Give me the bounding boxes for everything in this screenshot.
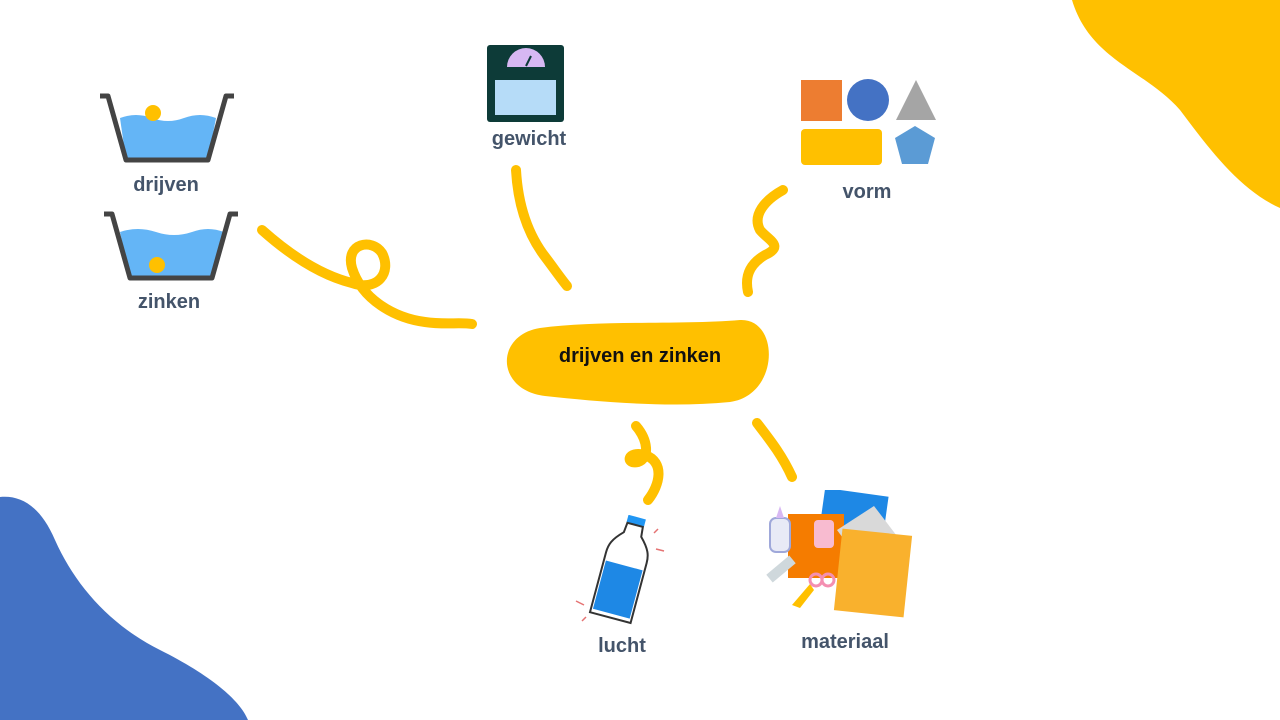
connector-vorm <box>742 185 788 297</box>
weighing-scale-icon <box>487 45 564 122</box>
connector-materiaal <box>752 418 797 482</box>
center-blob <box>506 319 769 405</box>
craft-materials-icon <box>766 490 913 618</box>
water-bottle-icon <box>575 515 665 625</box>
connector-drijven-zinken <box>257 225 477 329</box>
node-label-gewicht: gewicht <box>491 128 567 150</box>
blue-corner-blob <box>0 496 248 720</box>
node-label-lucht: lucht <box>598 635 646 657</box>
node-label-zinken: zinken <box>137 291 201 313</box>
yellow-corner-blob <box>1072 0 1280 208</box>
shapes-icon <box>801 79 936 165</box>
floating-ball-basin-icon <box>100 93 234 163</box>
connector-gewicht <box>511 165 572 291</box>
center-label: drijven en zinken <box>558 345 722 367</box>
sinking-ball-basin-icon <box>104 211 238 281</box>
node-label-materiaal: materiaal <box>801 631 889 653</box>
node-label-drijven: drijven <box>133 174 199 196</box>
connector-lucht <box>624 421 664 505</box>
node-label-vorm: vorm <box>842 181 892 203</box>
